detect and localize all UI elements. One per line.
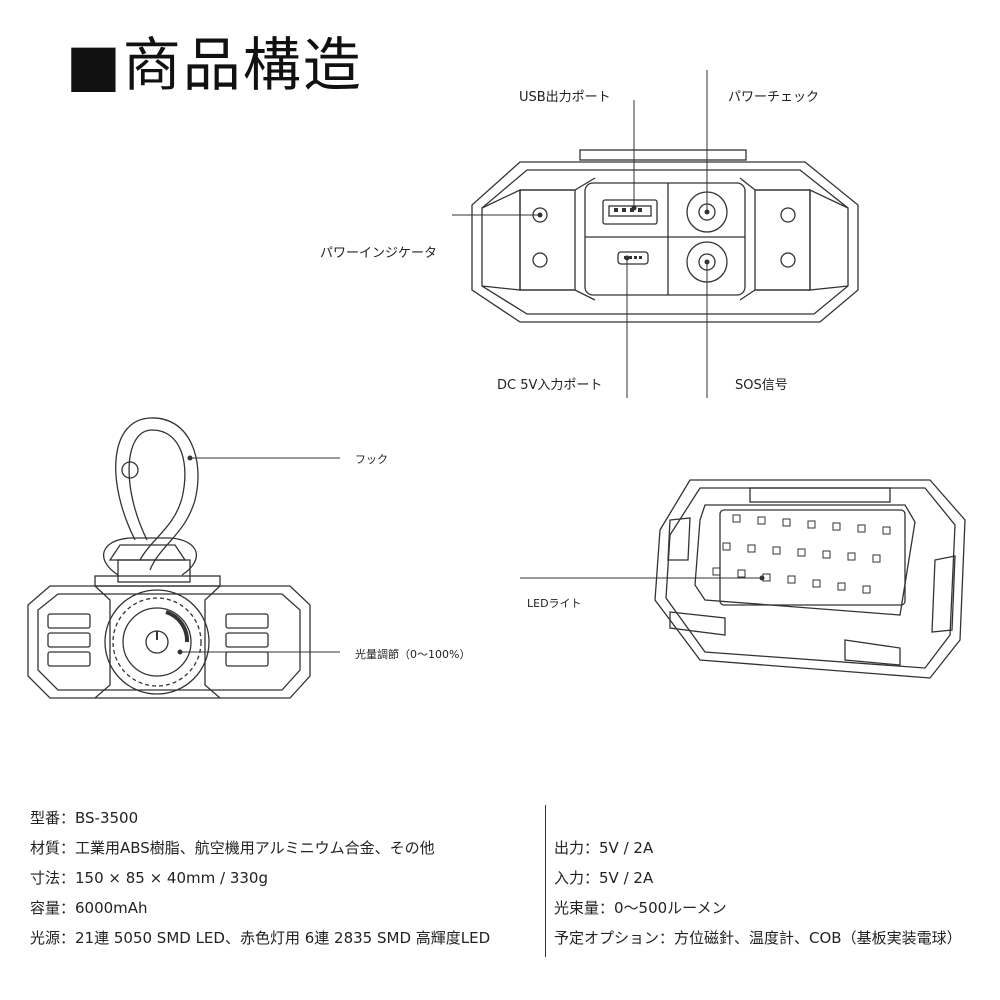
spec-dimensions: 寸法：150 × 85 × 40mm / 330g: [30, 869, 268, 887]
page-title: ■商品構造: [66, 31, 363, 99]
spec-capacity: 容量：6000mAh: [30, 899, 148, 917]
front-view-diagram: [452, 70, 859, 398]
label-hook: フック: [355, 453, 388, 466]
spec-model: 型番：BS-3500: [30, 809, 139, 827]
label-usb-output-port: USB出力ポート: [519, 90, 611, 105]
spec-material: 材質：工業用ABS樹脂、航空機用アルミニウム合金、その他: [30, 839, 435, 857]
spec-output: 出力：5V / 2A: [554, 839, 654, 857]
label-dimmer: 光量調節（0～100%）: [355, 648, 471, 661]
label-sos-signal: SOS信号: [735, 378, 788, 393]
spec-luminous-flux: 光束量：0～500ルーメン: [554, 899, 727, 917]
spec-list-right: 出力：5V / 2A 入力：5V / 2A 光束量：0～500ルーメン 予定オプ…: [554, 833, 962, 953]
label-power-check: パワーチェック: [728, 90, 820, 105]
label-led-light: LEDライト: [527, 597, 582, 610]
led-panel-diagram: [520, 479, 966, 679]
spec-list-left: 型番：BS-3500 材質：工業用ABS樹脂、航空機用アルミニウム合金、その他 …: [30, 803, 490, 953]
label-dc-input-port: DC 5V入力ポート: [497, 378, 603, 393]
spec-input: 入力：5V / 2A: [554, 869, 654, 887]
spec-light-source: 光源：21連 5050 SMD LED、赤色灯用 6連 2835 SMD 高輝度…: [30, 929, 491, 947]
spec-options: 予定オプション：方位磁針、温度計、COB（基板実装電球）: [554, 929, 962, 947]
side-view-diagram: [27, 417, 340, 699]
label-power-indicator: パワーインジケータ: [320, 246, 438, 261]
spec-divider: [545, 805, 546, 957]
